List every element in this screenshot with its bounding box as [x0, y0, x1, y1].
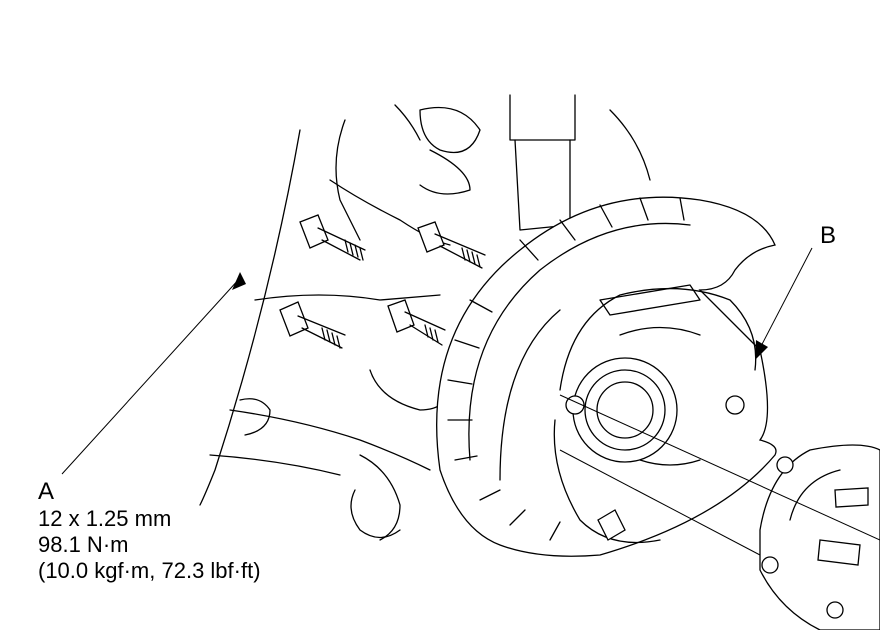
leader-lines [61, 247, 880, 556]
bolt-lower-right [387, 299, 446, 346]
spec-thread-size: 12 x 1.25 mm [38, 506, 172, 531]
bolt-torque-spec: 12 x 1.25 mm 98.1 N·m (10.0 kgf·m, 72.3 … [38, 506, 261, 584]
callout-a-arrowhead [232, 272, 246, 290]
hub-flange [759, 444, 880, 631]
spec-torque-nm: 98.1 N·m [38, 532, 129, 557]
callout-b-leader [757, 247, 813, 353]
spec-torque-kgf-lbf: (10.0 kgf·m, 72.3 lbf·ft) [38, 558, 261, 583]
bolt-upper-right [417, 221, 486, 269]
callout-b-label: B [820, 222, 837, 249]
bolt-lower-left [279, 301, 346, 349]
bolt-upper-left [299, 214, 366, 261]
suspension-background [199, 94, 651, 541]
callout-b-arrowhead [755, 340, 768, 360]
callout-a-leader [61, 277, 241, 475]
parking-brake-shoes [553, 284, 757, 544]
callout-a-label: A [38, 478, 55, 505]
